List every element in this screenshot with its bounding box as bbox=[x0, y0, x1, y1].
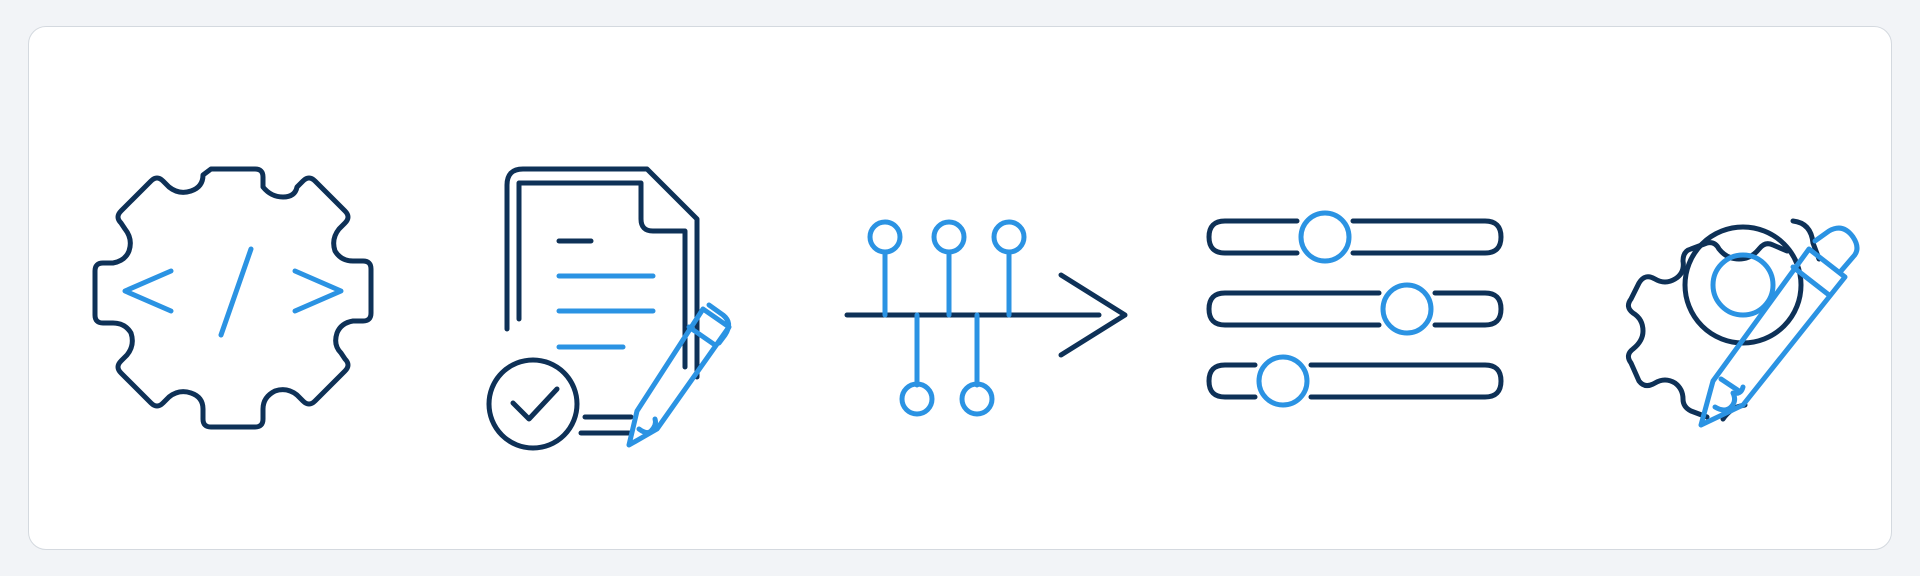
document-check-pencil-icon bbox=[433, 139, 753, 459]
icon-set-card bbox=[28, 26, 1892, 550]
timeline-arrow-icon bbox=[813, 139, 1133, 459]
gear-pencil-icon bbox=[1561, 139, 1881, 459]
gear-code-icon bbox=[73, 139, 393, 459]
slider-controls-icon bbox=[1193, 139, 1513, 459]
icon-row bbox=[29, 27, 1891, 549]
